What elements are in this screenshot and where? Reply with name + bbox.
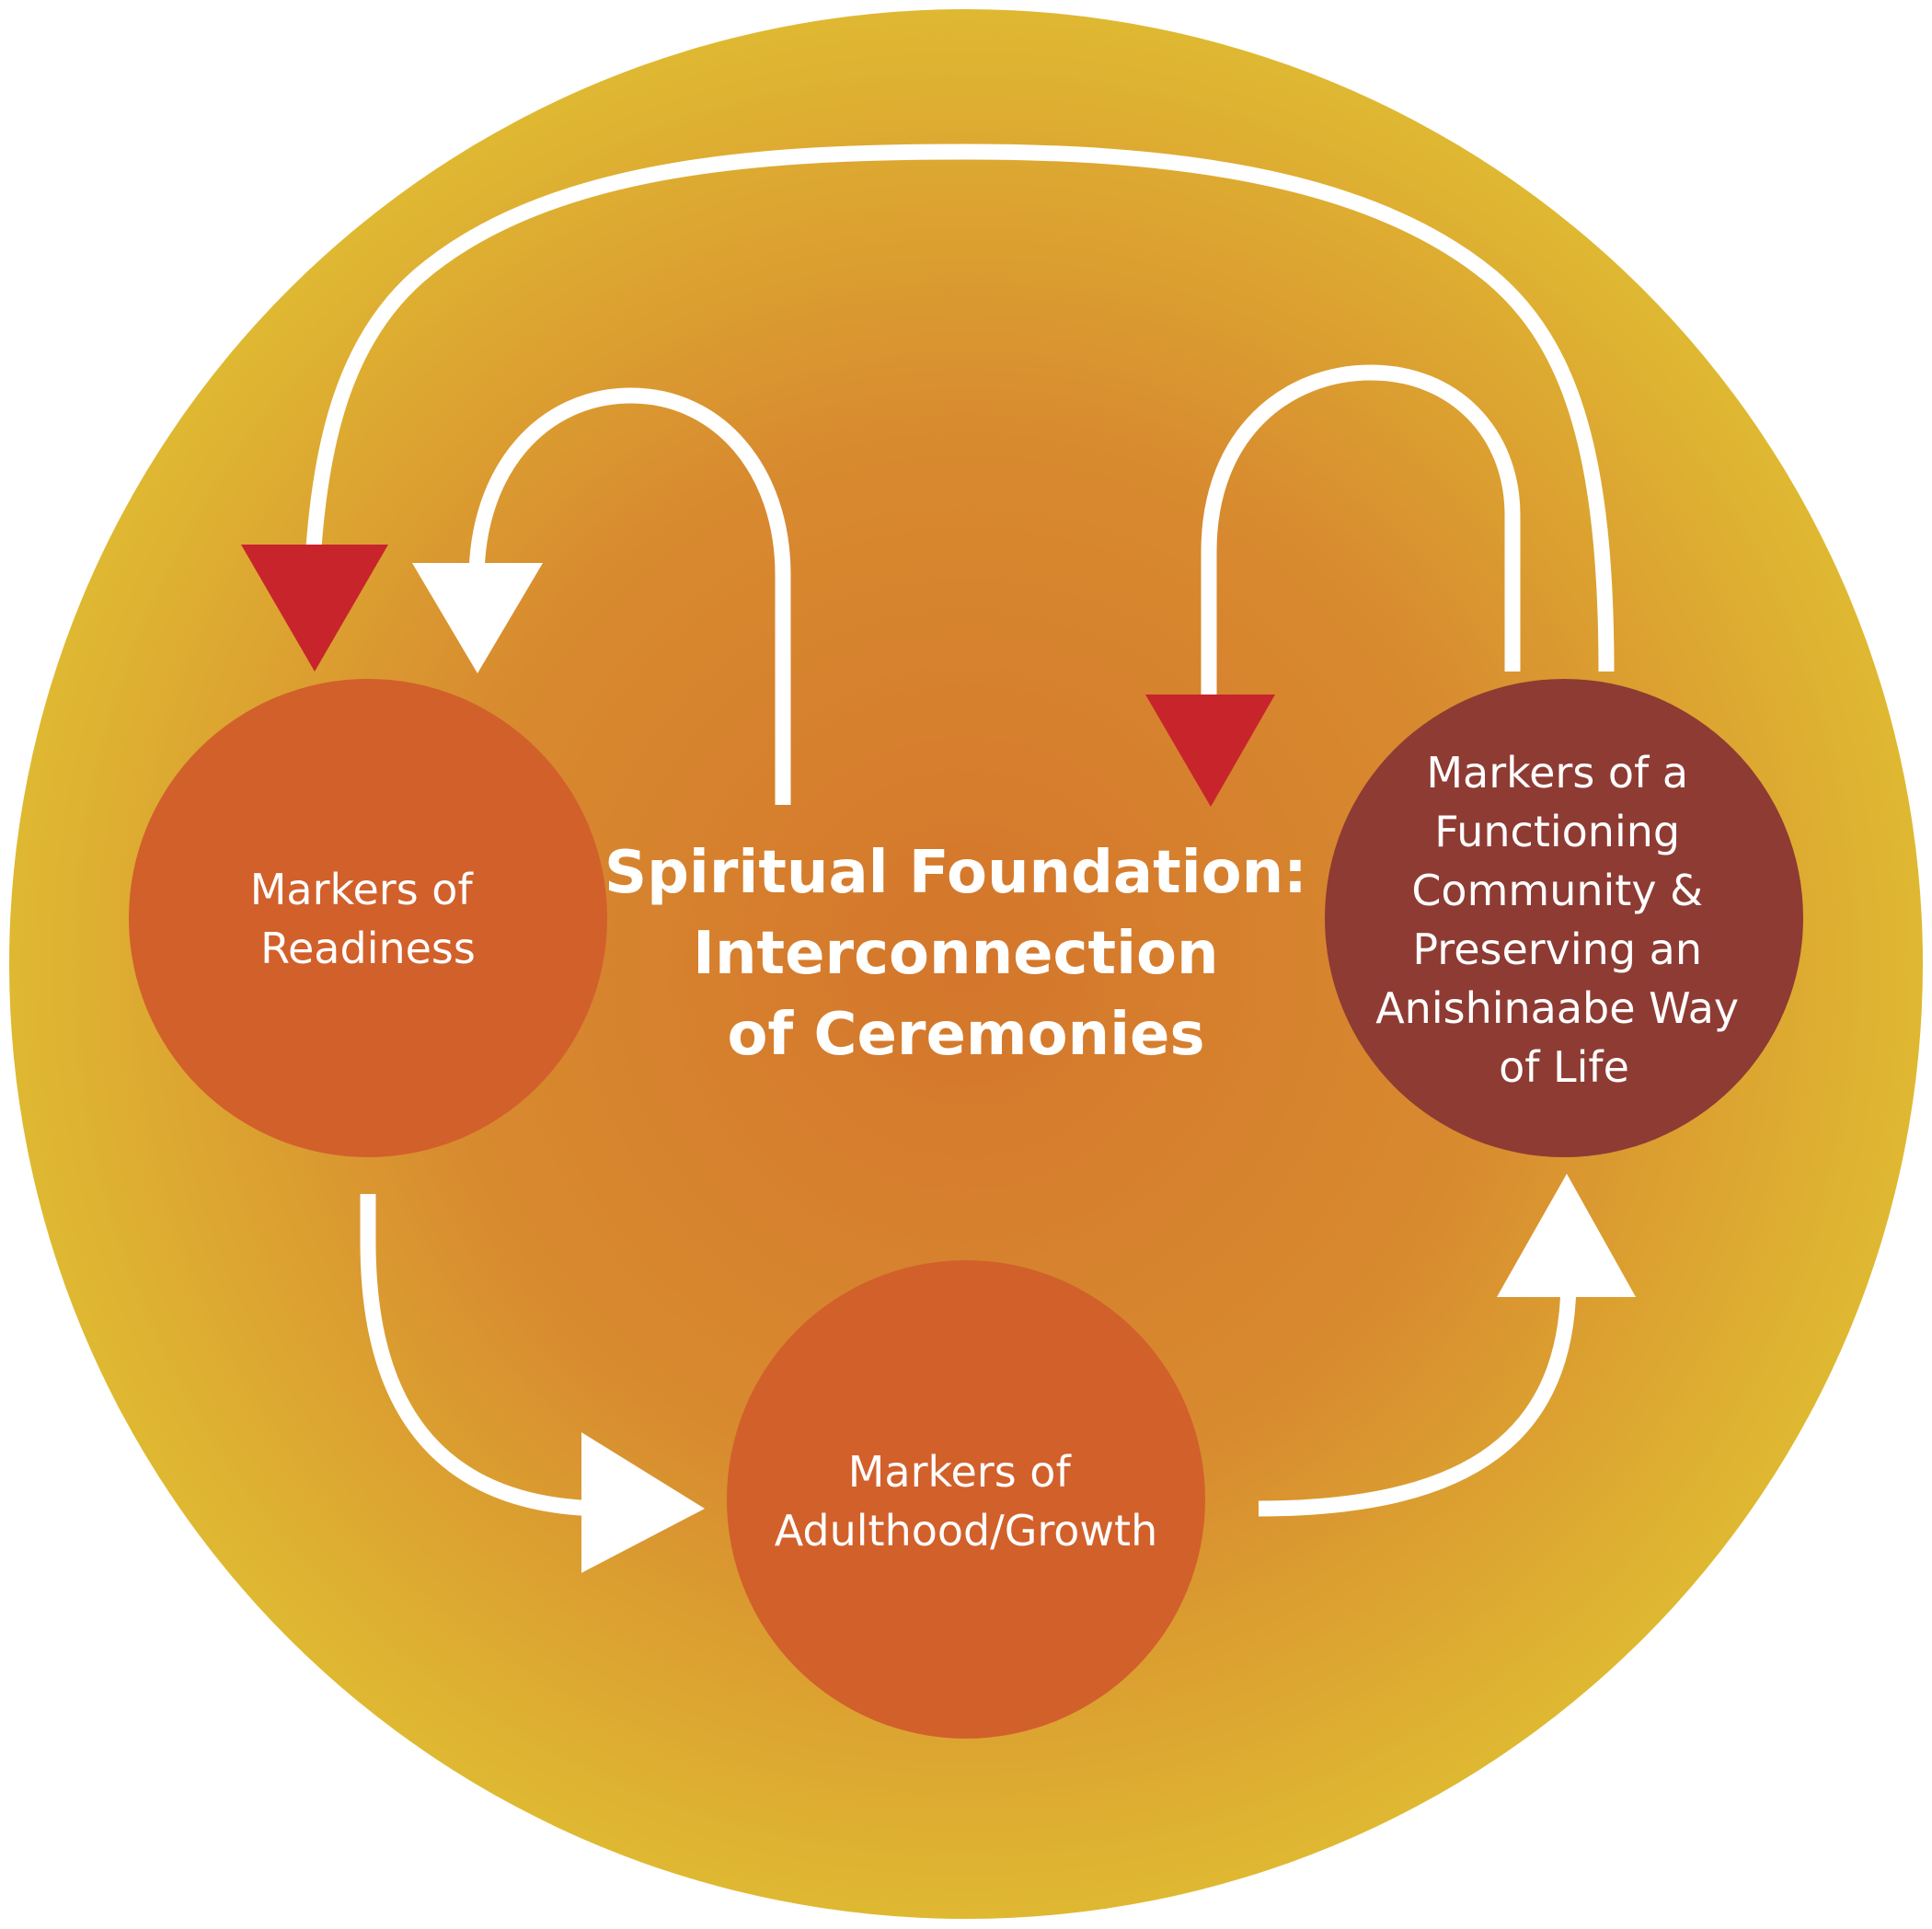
community-node — [1325, 679, 1803, 1157]
adulthood-to-community-line — [1258, 1278, 1577, 1517]
community-self-loop-arrowhead-red — [1145, 695, 1275, 807]
center-title-line: Spiritual Foundation: — [604, 839, 1307, 907]
center-title-line: of Ceremonies — [727, 1001, 1204, 1069]
community-label-line: Functioning — [1434, 807, 1680, 856]
readiness-self-loop-line — [468, 387, 791, 805]
readiness-label: Markers of Readiness — [250, 865, 487, 973]
readiness-label-line: Markers of — [250, 865, 475, 914]
outer-loop-arrowhead-red — [241, 545, 388, 672]
readiness-self-loop-arrowhead — [412, 563, 543, 673]
readiness-label-line: Readiness — [260, 924, 476, 973]
community-label-line: Preserving an — [1412, 924, 1702, 974]
connector-lines — [305, 144, 1615, 1517]
community-label: Markers of a Functioning Community & Pre… — [1375, 748, 1753, 1092]
adulthood-label-line: Markers of — [848, 1447, 1073, 1497]
community-label-line: Community & — [1411, 866, 1703, 915]
community-label-line: of Life — [1499, 1042, 1629, 1092]
readiness-to-adulthood-line — [360, 1194, 635, 1517]
adulthood-node — [727, 1260, 1205, 1739]
adulthood-label-line: Adulthood/Growth — [775, 1506, 1157, 1556]
center-title: Spiritual Foundation: Interconnection of… — [604, 839, 1328, 1069]
community-entry-arrowhead — [1497, 1174, 1636, 1297]
community-label-line: Markers of a — [1426, 748, 1688, 798]
center-title-line: Interconnection — [693, 920, 1218, 988]
community-self-loop-line — [1201, 364, 1521, 708]
adulthood-entry-arrowhead — [581, 1432, 705, 1573]
community-label-line: Anishinaabe Way — [1375, 983, 1739, 1033]
outer-loop-arrow-line — [305, 144, 1615, 672]
readiness-node — [129, 679, 607, 1157]
adulthood-label: Markers of Adulthood/Growth — [775, 1447, 1157, 1556]
